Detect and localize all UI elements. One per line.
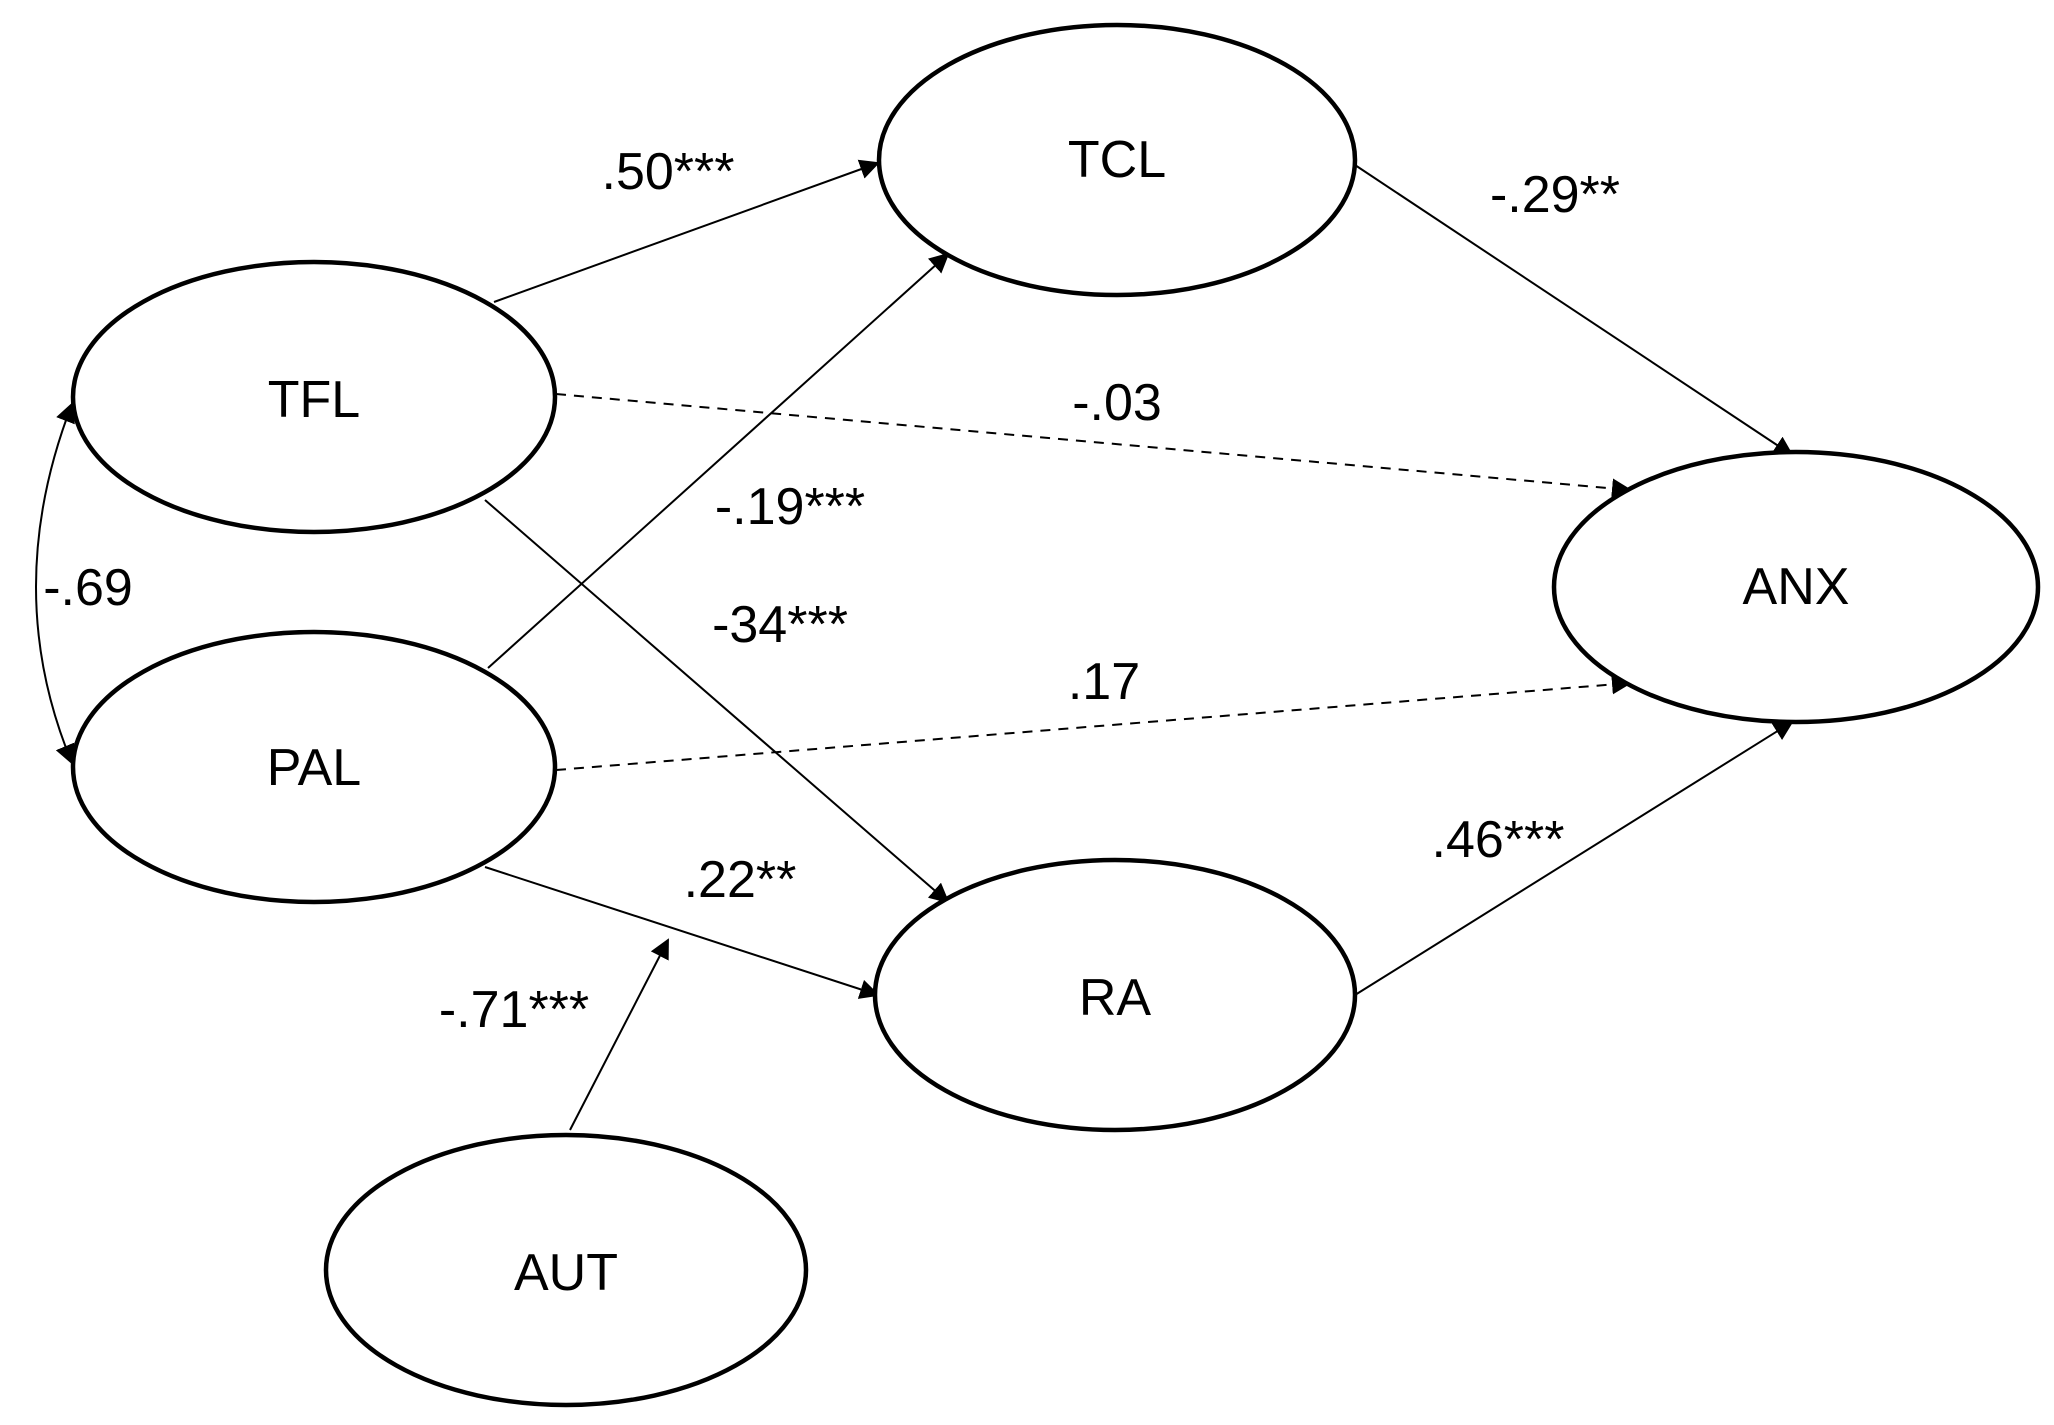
node-pal: PAL — [70, 629, 558, 905]
edge-ra-anx — [1354, 720, 1794, 996]
coef-pal-anx: .17 — [1068, 653, 1140, 711]
node-label-aut: AUT — [514, 1244, 618, 1302]
coef-aut-moderation: -.71*** — [439, 981, 589, 1039]
edge-tfl-tcl — [493, 159, 880, 303]
coef-tfl-ra: -34*** — [712, 596, 848, 654]
edges — [35, 159, 1794, 1131]
edge-aut-moderation — [569, 938, 669, 1131]
nodes: TCL TFL PAL ANX RA AUT — [70, 22, 2041, 1408]
coef-tfl-tcl: .50*** — [602, 143, 735, 201]
node-label-pal: PAL — [267, 739, 361, 797]
edge-pal-ra — [484, 866, 880, 999]
node-label-ra: RA — [1079, 969, 1152, 1027]
edge-tfl-pal-correlation — [35, 402, 75, 765]
coef-pal-tcl: -.19*** — [715, 478, 865, 536]
node-label-tcl: TCL — [1068, 131, 1166, 189]
coef-tfl-pal: -.69 — [43, 559, 133, 617]
edge-tfl-ra — [484, 499, 950, 904]
coefficient-labels: .50*** -.29** -.03 -.19*** -34*** -.69 .… — [43, 143, 1620, 1039]
node-tcl: TCL — [876, 22, 1358, 298]
coef-ra-anx: .46*** — [1432, 811, 1565, 869]
node-label-anx: ANX — [1743, 558, 1850, 616]
node-label-tfl: TFL — [268, 371, 360, 429]
edge-pal-tcl — [487, 252, 950, 669]
node-tfl: TFL — [70, 259, 558, 535]
node-aut: AUT — [323, 1132, 809, 1408]
node-anx: ANX — [1551, 449, 2041, 725]
coef-tcl-anx: -.29** — [1490, 166, 1620, 224]
coef-tfl-anx: -.03 — [1072, 374, 1162, 432]
node-ra: RA — [872, 857, 1358, 1133]
edge-tcl-anx — [1354, 164, 1794, 457]
coef-pal-ra: .22** — [684, 851, 797, 909]
